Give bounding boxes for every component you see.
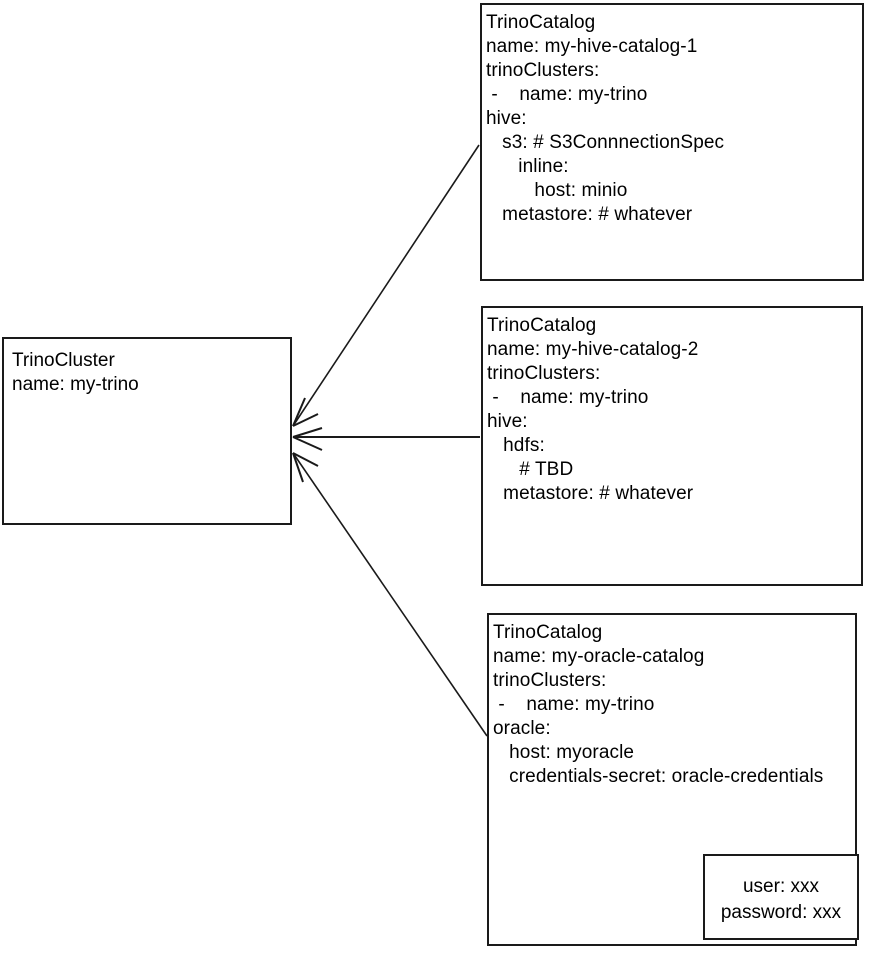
catalog1-line-4: hive: (486, 108, 527, 129)
catalog3-line-1: name: my-oracle-catalog (493, 646, 705, 667)
catalog1-line-8: metastore: # whatever (486, 204, 693, 225)
catalog3-line-6: credentials-secret: oracle-credentials (493, 766, 824, 787)
oracle-credentials-secret-box[interactable]: user: xxx password: xxx (703, 854, 859, 940)
catalog1-line-3: - name: my-trino (486, 84, 648, 105)
cluster-kind-label: TrinoCluster (12, 350, 115, 371)
catalog2-line-4: hive: (487, 411, 528, 432)
trino-cluster-node[interactable]: TrinoCluster name: my-trino (2, 337, 292, 525)
catalog1-line-6: inline: (486, 156, 569, 177)
secret-user-line: user: xxx (742, 876, 820, 897)
catalog2-line-5: hdfs: (487, 435, 545, 456)
catalog2-line-1: name: my-hive-catalog-2 (487, 339, 699, 360)
trino-catalog-node-hive-1[interactable]: TrinoCatalog name: my-hive-catalog-1 tri… (480, 3, 864, 281)
catalog3-line-3: - name: my-trino (493, 694, 655, 715)
trino-catalog-node-hive-2[interactable]: TrinoCatalog name: my-hive-catalog-2 tri… (481, 306, 863, 586)
connector-catalog3-to-cluster (292, 452, 488, 737)
trino-catalog-node-oracle[interactable]: TrinoCatalog name: my-oracle-catalog tri… (487, 613, 859, 946)
catalog2-line-3: - name: my-trino (487, 387, 649, 408)
cluster-name-label: name: my-trino (12, 374, 139, 395)
connector-catalog2-to-cluster (292, 427, 480, 451)
catalog2-line-7: metastore: # whatever (487, 483, 694, 504)
catalog2-line-6: # TBD (487, 459, 574, 480)
catalog2-line-0: TrinoCatalog (487, 315, 597, 336)
catalog1-line-5: s3: # S3ConnnectionSpec (486, 132, 725, 153)
catalog3-line-5: host: myoracle (493, 742, 635, 763)
catalog1-line-2: trinoClusters: (486, 60, 600, 81)
catalog1-line-7: host: minio (486, 180, 628, 201)
catalog2-line-2: trinoClusters: (487, 363, 601, 384)
catalog3-line-4: oracle: (493, 718, 551, 739)
secret-password-line: password: xxx (720, 902, 842, 923)
catalog1-line-0: TrinoCatalog (486, 12, 596, 33)
catalog3-line-2: trinoClusters: (493, 670, 607, 691)
catalog3-line-0: TrinoCatalog (493, 622, 603, 643)
catalog1-line-1: name: my-hive-catalog-1 (486, 36, 698, 57)
connector-catalog1-to-cluster (292, 144, 480, 427)
